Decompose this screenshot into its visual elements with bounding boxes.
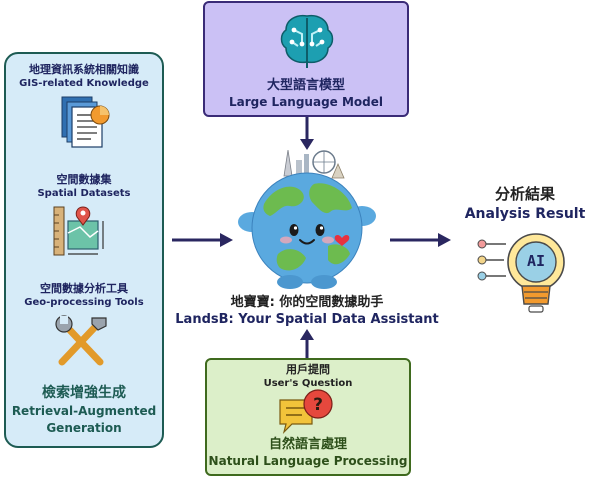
arrow-rag-to-assistant — [172, 233, 233, 247]
llm-label-zh: 大型語言模型 — [266, 78, 345, 93]
geo-tools-label-en: Geo-processing Tools — [24, 297, 144, 308]
result-label-zh: 分析結果 — [494, 185, 555, 203]
globe-mascot-icon — [238, 149, 376, 289]
tools-icon — [55, 315, 107, 366]
documents-icon — [61, 96, 110, 148]
geo-tools-label-zh: 空間數據分析工具 — [40, 282, 128, 295]
spatial-datasets-label-en: Spatial Datasets — [37, 188, 131, 199]
map-ruler-icon — [53, 206, 104, 256]
assistant-label-zh: 地寶寶: 你的空間數據助手 — [230, 295, 384, 310]
gis-knowledge-label-en: GIS-related Knowledge — [19, 78, 149, 89]
arrow-question-to-assistant — [300, 329, 314, 359]
ai-lightbulb-icon — [477, 233, 565, 313]
rag-label-zh: 檢索增強生成 — [42, 385, 126, 401]
llm-label-en: Large Language Model — [228, 95, 384, 109]
gis-knowledge-label-zh: 地理資訊系統相關知識 — [29, 63, 139, 76]
svg-text:?: ? — [313, 395, 323, 415]
arrow-llm-to-assistant — [300, 117, 314, 150]
chat-question-icon: ? — [279, 389, 333, 434]
brain-circuit-icon — [280, 14, 334, 68]
rag-label-en-2: Generation — [46, 421, 122, 435]
nlp-panel — [205, 358, 411, 476]
nlp-label-zh: 自然語言處理 — [268, 437, 347, 452]
result-label-en: Analysis Result — [464, 206, 586, 222]
ai-icon-text: AI — [526, 252, 546, 270]
question-label-en: User's Question — [263, 378, 353, 389]
nlp-label-en: Natural Language Processing — [208, 454, 408, 468]
question-label-zh: 用戶提問 — [286, 363, 330, 376]
spatial-datasets-label-zh: 空間數據集 — [56, 173, 112, 186]
arrow-assistant-to-result — [390, 233, 451, 247]
rag-label-en-1: Retrieval-Augmented — [11, 404, 157, 418]
assistant-label-en: LandsB: Your Spatial Data Assistant — [175, 312, 439, 327]
